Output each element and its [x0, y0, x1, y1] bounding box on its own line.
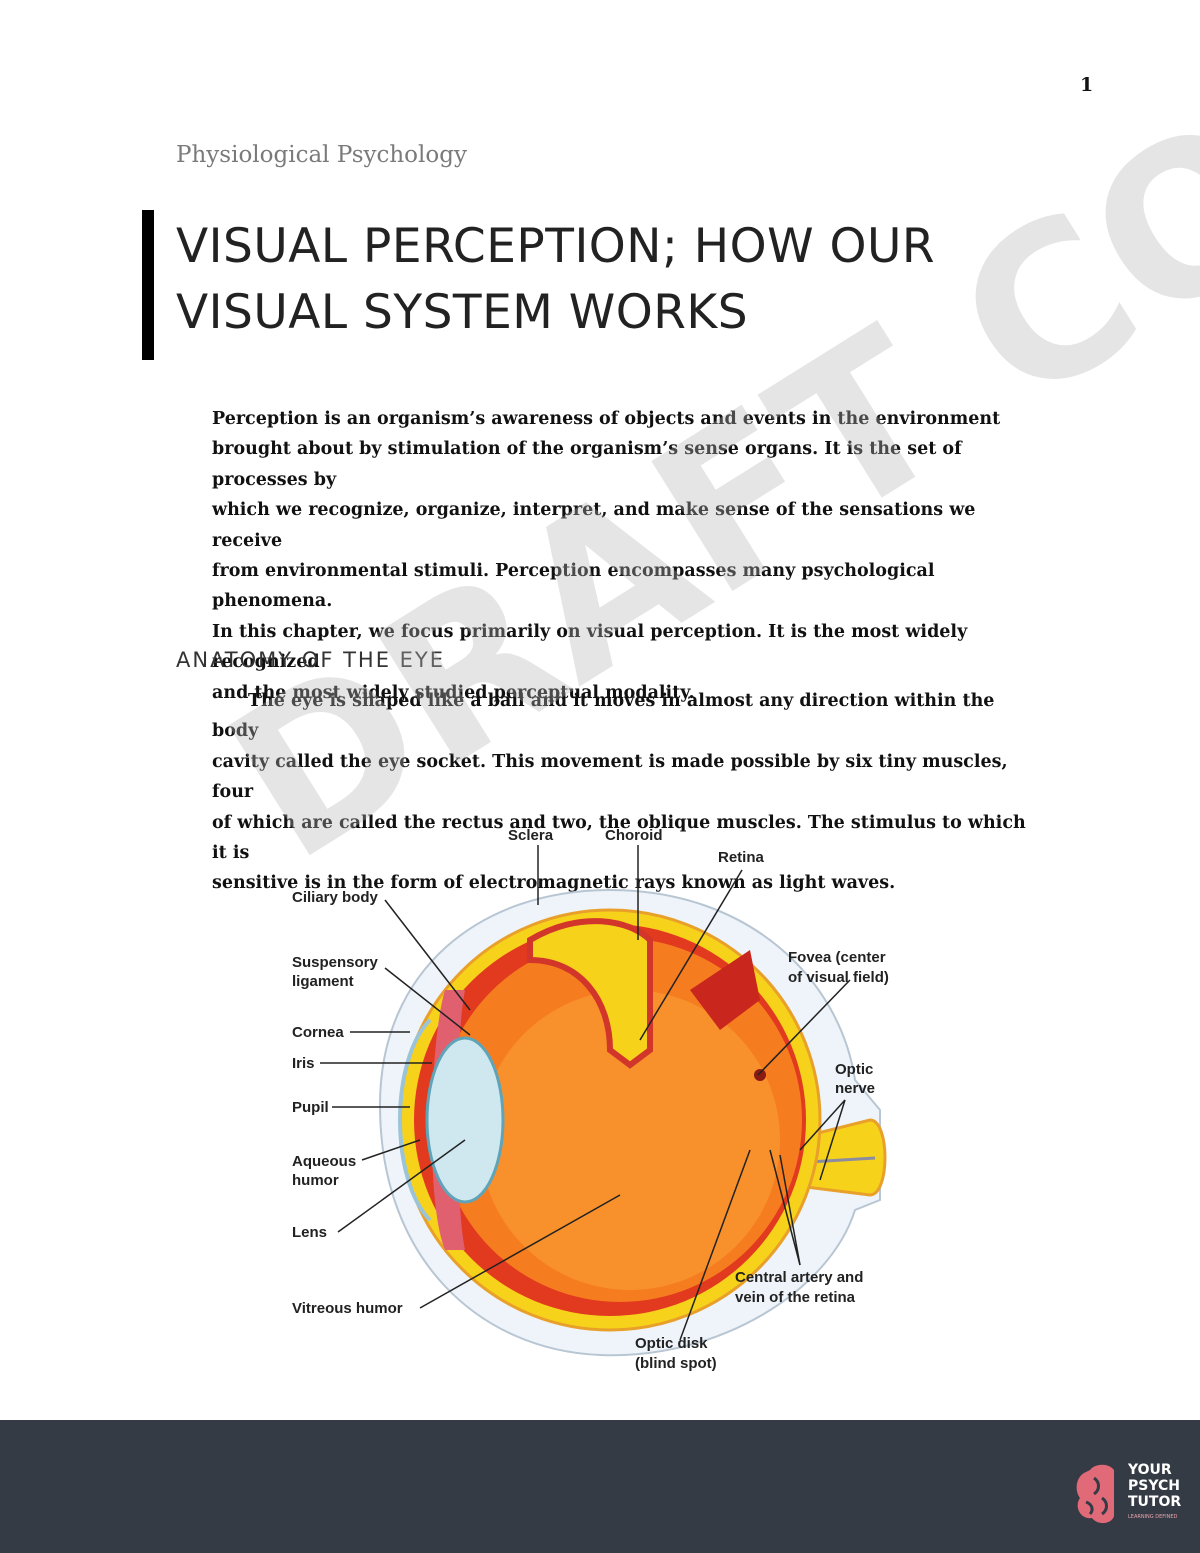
logo-wordmark: YOUR PSYCH TUTOR [1128, 1462, 1182, 1510]
paragraph-line: from environmental stimuli. Perception e… [212, 561, 935, 612]
label-ciliary-body: Ciliary body [292, 889, 379, 906]
label-iris: Iris [292, 1055, 315, 1072]
label-aqueous-humor: humor [292, 1172, 339, 1189]
section-heading: ANATOMY OF THE EYE [176, 648, 445, 672]
brain-logo-icon [1076, 1464, 1114, 1524]
page-number: 1 [1080, 74, 1094, 96]
choroid-flap [527, 918, 653, 1069]
paragraph-line: which we recognize, organize, interpret,… [212, 500, 976, 551]
label-cornea: Cornea [292, 1024, 344, 1041]
paragraph-line: and the most widely studied perceptual m… [212, 682, 695, 703]
cornea-shape [398, 1018, 432, 1222]
label-optic-disk: Optic disk [635, 1335, 708, 1352]
label-lens: Lens [292, 1224, 327, 1241]
label-choroid: Choroid [605, 827, 663, 844]
label-fovea: of visual field) [788, 969, 889, 986]
document-subject: Physiological Psychology [176, 142, 467, 168]
label-aqueous-humor: Aqueous [292, 1153, 356, 1170]
label-vitreous-humor: Vitreous humor [292, 1300, 403, 1317]
label-central-artery: Central artery and [735, 1269, 863, 1286]
title-accent-bar [142, 210, 154, 360]
label-optic-nerve: Optic [835, 1061, 873, 1078]
paragraph-line: of which are called the rectus and two, … [212, 812, 1026, 864]
title-line: VISUAL SYSTEM WORKS [176, 285, 749, 340]
paragraph-line: sensitive is in the form of electromagne… [212, 873, 896, 894]
label-optic-disk: (blind spot) [635, 1355, 717, 1372]
title-line: VISUAL PERCEPTION; HOW OUR [176, 219, 936, 274]
label-optic-nerve: nerve [835, 1080, 875, 1097]
eye-anatomy-diagram: Sclera Choroid Retina Ciliary body Suspe… [292, 827, 889, 1372]
label-central-artery: vein of the retina [735, 1289, 856, 1306]
paragraph-line: The eye is shaped like a ball and it mov… [212, 691, 995, 742]
logo-tagline: LEARNING DEFINED [1128, 1514, 1178, 1520]
paragraph-line: brought about by stimulation of the orga… [212, 439, 962, 490]
paragraph-line: In this chapter, we focus primarily on v… [212, 621, 968, 673]
label-suspensory: ligament [292, 973, 354, 990]
label-retina: Retina [718, 849, 765, 866]
page-footer [0, 1420, 1200, 1553]
label-suspensory: Suspensory [292, 954, 379, 971]
lens-shape [425, 1036, 505, 1204]
fovea-dot [754, 1069, 766, 1081]
section-paragraph: The eye is shaped like a ball and it mov… [212, 686, 1042, 899]
intro-paragraph: Perception is an organism’s awareness of… [212, 404, 1042, 708]
page-title: VISUAL PERCEPTION; HOW OUR VISUAL SYSTEM… [176, 214, 1076, 346]
label-sclera: Sclera [508, 827, 554, 844]
paragraph-line: Perception is an organism’s awareness of… [212, 409, 1001, 429]
paragraph-line: cavity called the eye socket. This movem… [212, 751, 1008, 803]
label-fovea: Fovea (center [788, 949, 886, 966]
label-pupil: Pupil [292, 1099, 329, 1116]
